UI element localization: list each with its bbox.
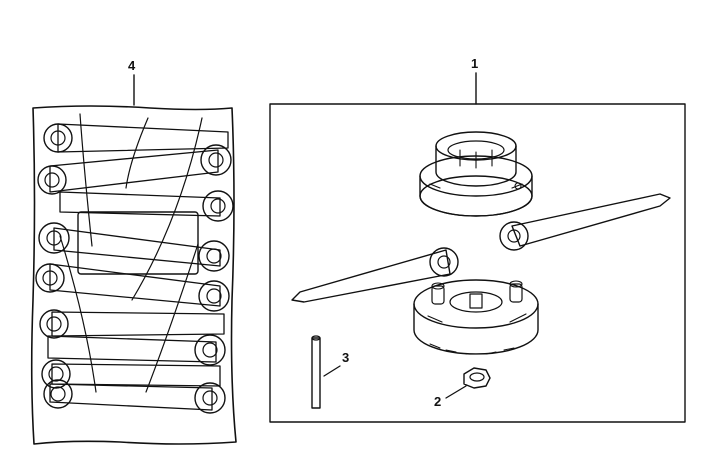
blade-row: [37, 144, 232, 195]
blade-row: [35, 263, 230, 312]
blade-row: [47, 334, 226, 366]
wrap-creases: [59, 113, 203, 393]
blade-stack: [35, 123, 234, 414]
blade-pack-group: 4: [30, 58, 237, 445]
blade-row: [41, 359, 221, 389]
single-blade-left: [291, 247, 459, 303]
locking-pin: [311, 335, 321, 409]
callout-3-label: 3: [342, 350, 349, 365]
callout-3-leader: [323, 365, 341, 377]
blade-row: [59, 190, 234, 222]
blade-row: [43, 379, 226, 414]
single-blade-right: [499, 193, 671, 251]
callout-2-label: 2: [434, 394, 441, 409]
head-base-hub: [413, 279, 539, 355]
pack-label-card: [77, 211, 199, 275]
head-cover: [419, 131, 533, 217]
blade-row: [39, 309, 225, 339]
head-kit-frame: [269, 103, 686, 423]
callout-1-label: 1: [471, 56, 478, 71]
blade-row: [38, 222, 230, 272]
blade-pack-outline: [30, 105, 237, 445]
head-kit-group: 1: [269, 56, 686, 423]
callout-2-leader: [445, 385, 467, 399]
blade-row: [43, 123, 229, 153]
callout-4-label: 4: [128, 58, 136, 73]
hex-nut: [463, 367, 491, 389]
